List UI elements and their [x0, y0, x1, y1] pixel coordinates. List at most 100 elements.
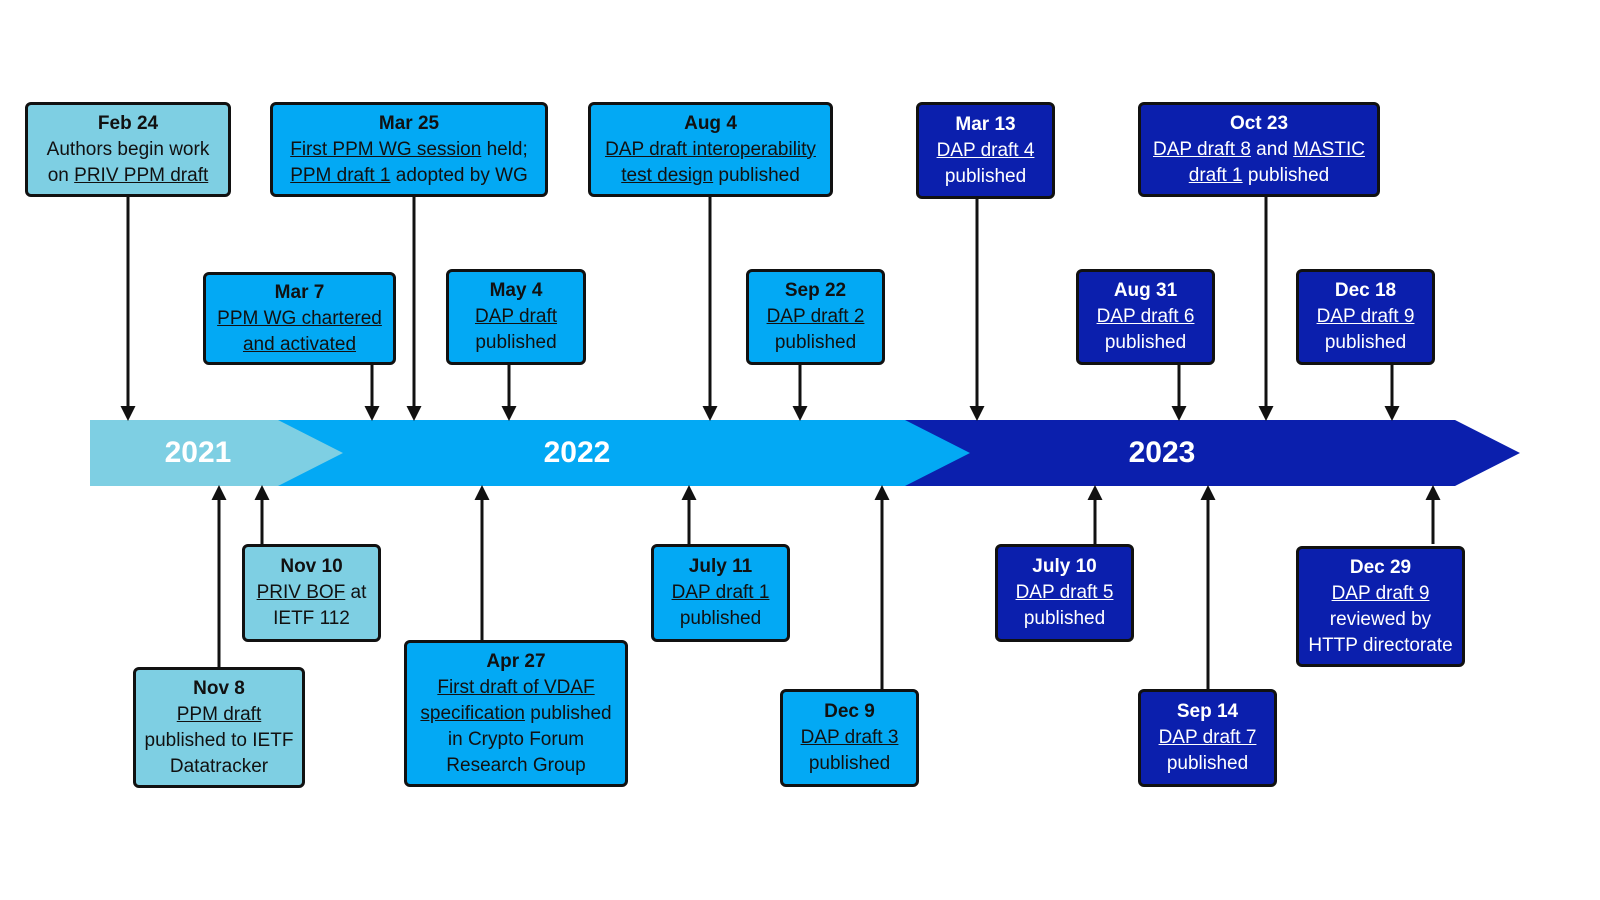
band-segment-2023 [840, 420, 1520, 486]
event-description: DAP draft 9 published [1305, 304, 1426, 356]
event-text: published [808, 753, 891, 774]
event-date: Feb 24 [97, 112, 159, 134]
event-link[interactable]: PPM WG chartered and activated [217, 307, 382, 355]
event-date: July 10 [1032, 556, 1097, 577]
event-description: DAP draft 9 reviewed by HTTP directorate [1305, 581, 1456, 659]
year-label-2022: 2022 [543, 436, 611, 469]
event-description: DAP draft 7 published [1147, 725, 1268, 777]
event-link[interactable]: DAP draft 9 [1316, 306, 1415, 327]
event-card-aug4: Aug 4 DAP draft interoperability test des… [588, 102, 833, 197]
event-date: May 4 [489, 280, 543, 301]
event-description: DAP draft 8 and MASTIC draft 1 published [1147, 137, 1371, 189]
event-description: DAP draft 1 published [660, 580, 781, 632]
band-segment-2021 [90, 420, 343, 486]
event-text: published [1324, 332, 1407, 353]
event-date: Mar 25 [378, 112, 440, 134]
event-link[interactable]: DAP draft 7 [1158, 727, 1257, 748]
event-card-nov10: Nov 10 PRIV BOF at IETF 112 [242, 544, 381, 642]
event-date: July 11 [688, 556, 753, 577]
event-card-dec29: Dec 29 DAP draft 9 reviewed by HTTP direc… [1296, 546, 1465, 667]
event-text: published [1104, 332, 1187, 353]
event-link[interactable]: DAP draft interoperability test design [605, 138, 816, 186]
event-link[interactable]: DAP draft 1 [671, 582, 770, 603]
event-text: and [1250, 138, 1294, 160]
event-date: Dec 29 [1349, 556, 1412, 578]
event-text: published [1023, 608, 1106, 629]
event-link[interactable]: First draft of VDAF specification [420, 676, 595, 724]
event-card-sep22: Sep 22 DAP draft 2 published [746, 269, 885, 365]
event-description: DAP draft published [455, 304, 577, 356]
event-text: adopted by WG [390, 164, 528, 186]
event-link[interactable]: PPM draft 1 [290, 164, 391, 186]
event-card-oct23: Oct 23 DAP draft 8 and MASTIC draft 1 pub… [1138, 102, 1380, 197]
event-card-dec9: Dec 9 DAP draft 3 published [780, 689, 919, 787]
event-link[interactable]: DAP draft 2 [766, 306, 865, 327]
event-link[interactable]: DAP draft 8 [1153, 138, 1251, 160]
event-link[interactable]: PPM draft [176, 703, 262, 725]
timeline-band [90, 420, 1520, 486]
event-card-aug31: Aug 31 DAP draft 6 published [1076, 269, 1215, 365]
event-description: DAP draft interoperability test design p… [597, 137, 824, 189]
event-date: Mar 13 [955, 113, 1016, 135]
event-date: Mar 7 [274, 281, 325, 303]
event-description: PPM WG chartered and activated [212, 306, 387, 358]
event-link[interactable]: DAP draft 5 [1015, 582, 1114, 603]
event-text: held; [481, 138, 528, 160]
year-label-2021: 2021 [164, 436, 232, 469]
event-text: published [1166, 753, 1249, 774]
event-description: First PPM WG session held; PPM draft 1 a… [279, 137, 539, 189]
event-description: Authors begin work on PRIV PPM draft [34, 137, 222, 189]
event-date: Dec 18 [1334, 280, 1397, 301]
event-text: published [713, 164, 800, 186]
event-card-nov8: Nov 8 PPM draft published to IETF Datatra… [133, 667, 305, 788]
event-card-feb24: Feb 24 Authors begin work on PRIV PPM dra… [25, 102, 231, 197]
event-description: DAP draft 2 published [755, 304, 876, 356]
event-date: Oct 23 [1229, 112, 1289, 134]
event-link[interactable]: DAP draft 3 [800, 727, 899, 748]
event-card-may4: May 4 DAP draft published [446, 269, 586, 365]
event-date: Nov 10 [280, 556, 343, 577]
event-text: Authors begin work on [46, 138, 210, 186]
event-card-dec18: Dec 18 DAP draft 9 published [1296, 269, 1435, 365]
event-date: Aug 31 [1113, 280, 1178, 301]
event-link[interactable]: DAP draft [474, 306, 558, 327]
event-description: First draft of VDAF specification publis… [413, 675, 619, 779]
event-card-jul11: July 11 DAP draft 1 published [651, 544, 790, 642]
event-card-apr27: Apr 27 First draft of VDAF specification … [404, 640, 628, 787]
event-description: PPM draft published to IETF Datatracker [142, 702, 296, 780]
event-date: Nov 8 [193, 677, 245, 699]
event-card-mar13: Mar 13 DAP draft 4 published [916, 102, 1055, 199]
event-link[interactable]: MASTIC draft 1 [1188, 138, 1365, 186]
event-description: DAP draft 3 published [789, 725, 910, 777]
event-description: PRIV BOF at IETF 112 [251, 580, 372, 632]
event-text: at IETF 112 [273, 582, 367, 629]
event-link[interactable]: DAP draft 9 [1331, 582, 1430, 604]
event-text: published [679, 608, 762, 629]
event-text: published [774, 332, 857, 353]
connector-arrows [120, 197, 1441, 689]
event-link[interactable]: PRIV BOF [256, 582, 346, 603]
event-text: published in Crypto Forum Research Group [446, 702, 612, 776]
event-date: Aug 4 [684, 112, 737, 134]
event-link[interactable]: PRIV PPM draft [74, 164, 209, 186]
event-text: published [944, 165, 1027, 187]
event-text: reviewed by HTTP directorate [1308, 608, 1453, 656]
event-date: Apr 27 [486, 650, 546, 672]
event-description: DAP draft 6 published [1085, 304, 1206, 356]
event-card-sep14: Sep 14 DAP draft 7 published [1138, 689, 1277, 787]
event-description: DAP draft 5 published [1004, 580, 1125, 632]
event-link[interactable]: First PPM WG session [290, 138, 482, 160]
event-link[interactable]: DAP draft 6 [1096, 306, 1195, 327]
event-date: Sep 22 [784, 280, 847, 301]
event-card-mar25: Mar 25 First PPM WG session held; PPM dra… [270, 102, 548, 197]
band-segment-2022 [230, 420, 970, 486]
event-card-mar7: Mar 7 PPM WG chartered and activated [203, 272, 396, 365]
event-text: published to IETF Datatracker [144, 729, 294, 777]
event-date: Sep 14 [1176, 701, 1239, 722]
event-description: DAP draft 4 published [925, 138, 1046, 190]
event-date: Dec 9 [824, 701, 875, 722]
year-label-2023: 2023 [1128, 436, 1196, 469]
event-card-jul10: July 10 DAP draft 5 published [995, 544, 1134, 642]
event-link[interactable]: DAP draft 4 [936, 139, 1035, 161]
